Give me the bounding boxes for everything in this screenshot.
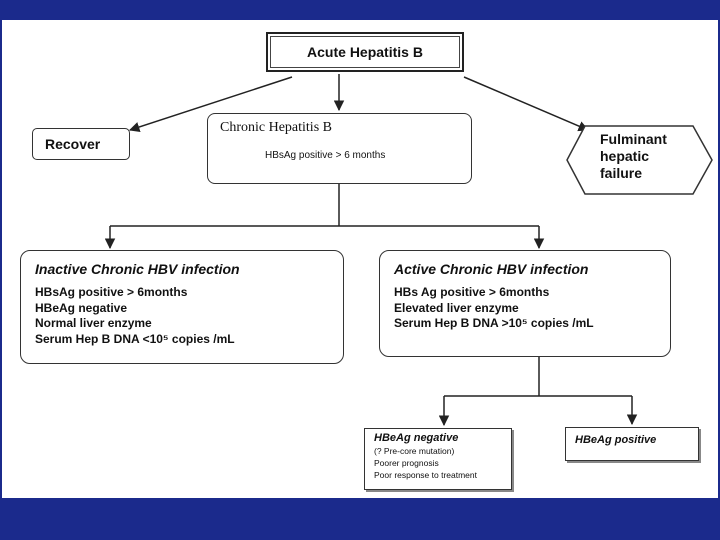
detail-line: Normal liver enzyme	[35, 316, 152, 330]
node-fulminant-hexagon	[566, 125, 713, 195]
node-active-details: HBs Ag positive > 6months Elevated liver…	[394, 285, 670, 332]
node-recover: Recover	[32, 128, 130, 160]
node-recover-label: Recover	[45, 136, 101, 152]
node-fulminant-line: failure	[600, 165, 643, 181]
arrow-acute-to-fulminant	[463, 76, 589, 132]
node-acute-label: Acute Hepatitis B	[307, 44, 423, 60]
node-chronic-hepatitis-b: Chronic Hepatitis B HBsAg positive > 6 m…	[207, 113, 472, 184]
detail-line: Serum Hep B DNA >10⁵ copies /mL	[394, 316, 594, 330]
detail-line: (? Pre-core mutation)	[374, 446, 455, 456]
connector-lines	[104, 74, 638, 427]
diagram-canvas: Acute Hepatitis B Recover Chronic Hepati…	[2, 20, 718, 498]
node-active-title: Active Chronic HBV infection	[394, 261, 589, 277]
node-acute-hepatitis-b: Acute Hepatitis B	[266, 32, 464, 72]
node-hbeag-negative-title: HBeAg negative	[374, 432, 459, 444]
node-fulminant-label: Fulminant hepatic failure	[600, 131, 667, 182]
detail-line: Elevated liver enzyme	[394, 300, 519, 315]
node-chronic-title: Chronic Hepatitis B	[220, 120, 332, 135]
node-hbeag-positive-label: HBeAg positive	[575, 434, 657, 446]
detail-line: HBsAg positive > 6months	[35, 285, 188, 299]
arrow-acute-to-recover	[129, 76, 293, 133]
node-fulminant-line: Fulminant	[600, 131, 667, 147]
detail-line: Poorer prognosis	[374, 458, 439, 468]
node-hbeag-negative: HBeAg negative (? Pre-core mutation) Poo…	[364, 428, 512, 490]
detail-line: HBs Ag positive > 6months	[394, 285, 550, 299]
node-active-chronic-hbv: Active Chronic HBV infection HBs Ag posi…	[379, 250, 671, 357]
node-inactive-title: Inactive Chronic HBV infection	[35, 261, 240, 277]
node-inactive-chronic-hbv: Inactive Chronic HBV infection HBsAg pos…	[20, 250, 344, 364]
node-fulminant-line: hepatic	[600, 148, 650, 164]
detail-line: Poor response to treatment	[374, 470, 478, 480]
detail-line: Serum Hep B DNA <10⁵ copies /mL	[35, 331, 235, 346]
node-hbeag-positive: HBeAg positive	[565, 427, 699, 461]
node-inactive-details: HBsAg positive > 6months HBeAg negative …	[35, 285, 343, 347]
node-chronic-criteria: HBsAg positive > 6 months	[265, 150, 386, 161]
detail-line: HBeAg negative	[35, 300, 128, 315]
